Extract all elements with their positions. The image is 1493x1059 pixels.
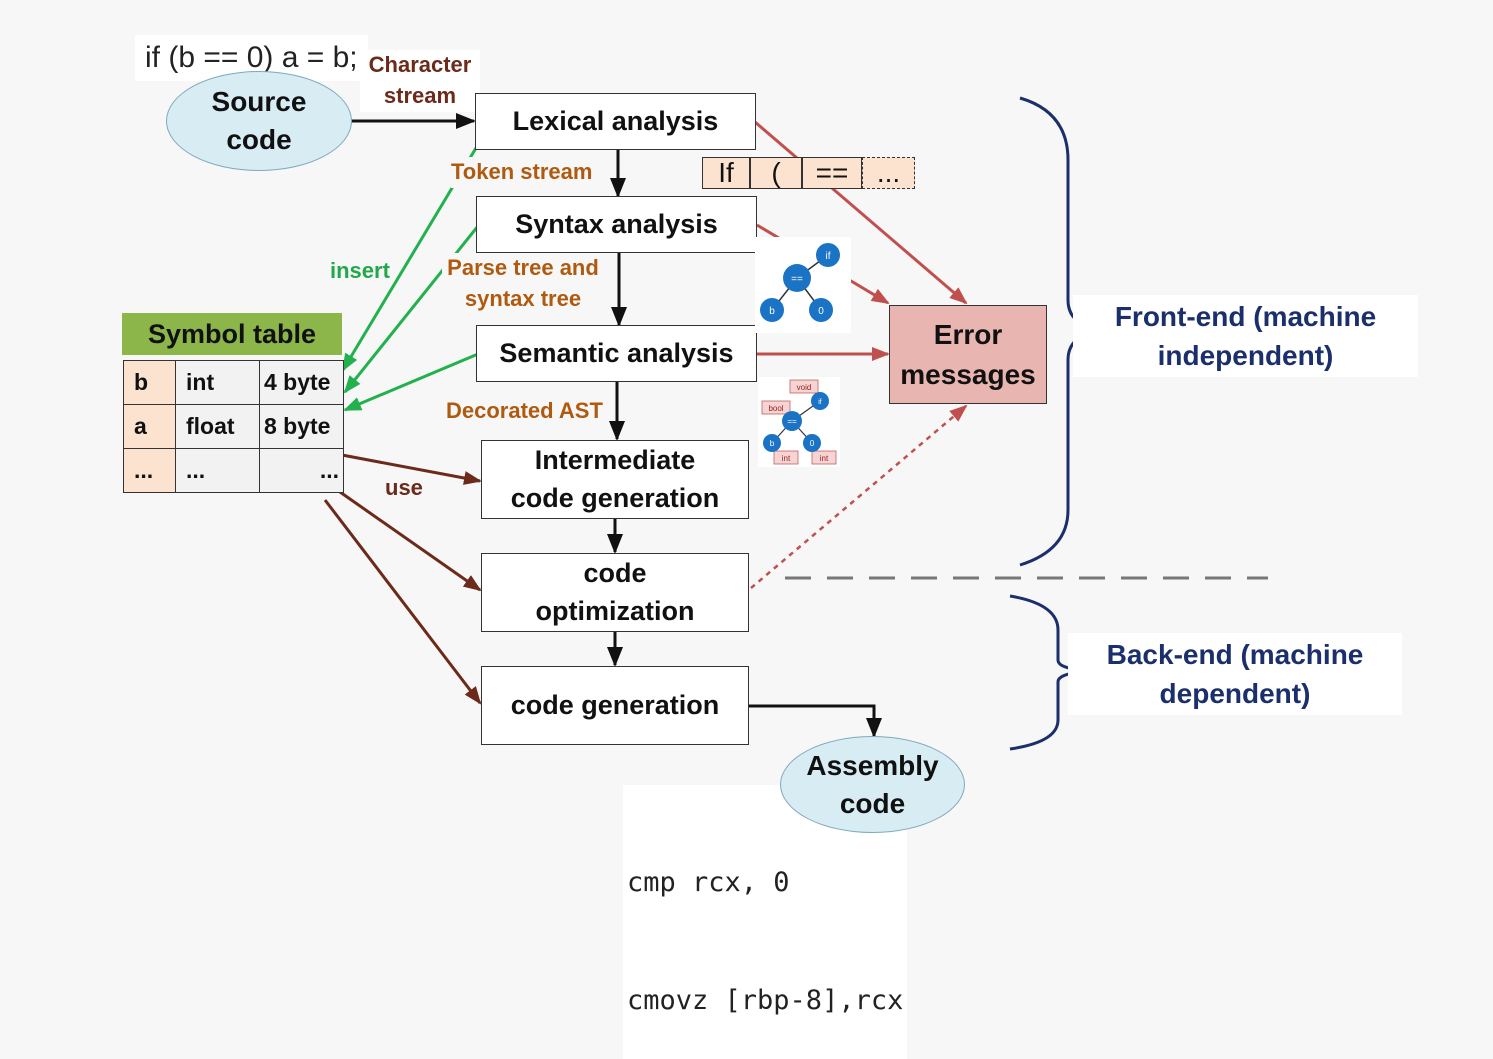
ast-node-if xyxy=(811,392,829,410)
tree-node-b xyxy=(760,298,784,322)
symbol-cell-size: 8 byte xyxy=(259,404,344,449)
insert-label: insert xyxy=(330,258,390,283)
symbol-row: a float 8 byte xyxy=(123,404,344,449)
syntax-analysis-label: Syntax analysis xyxy=(515,208,718,239)
token-if: If xyxy=(702,157,750,189)
tree-node-if xyxy=(816,243,840,267)
symbol-row: ... ... ... xyxy=(123,448,344,493)
assembly-code-label: Assembly code xyxy=(806,749,939,819)
code-optimization-box: code optimization xyxy=(481,553,749,632)
tree-text-if: if xyxy=(826,251,831,262)
tree-node-eq xyxy=(783,264,811,292)
symbol-cell-name: b xyxy=(123,360,176,405)
ast-text-b: b xyxy=(770,439,775,448)
symbol-table-title: Symbol table xyxy=(122,313,342,355)
arrow-lexical-to-error xyxy=(754,120,968,305)
parse-tree-illustration: if == b 0 xyxy=(755,237,851,333)
tree-text-zero: 0 xyxy=(818,306,824,317)
ast-text-if: if xyxy=(818,399,822,406)
decorated-ast-label: Decorated AST xyxy=(446,398,603,423)
arrow-insert-semantic xyxy=(343,352,479,412)
symbol-cell-size: 4 byte xyxy=(259,360,344,405)
intermediate-code-box: Intermediate code generation xyxy=(481,440,749,519)
source-code-node: Source code xyxy=(166,71,352,171)
semantic-analysis-label: Semantic analysis xyxy=(499,337,734,368)
arrow-use-intermediate xyxy=(341,453,482,485)
token-stream-label: Token stream xyxy=(451,157,593,188)
source-code-label: Source code xyxy=(211,86,307,155)
error-messages-box: Error messages xyxy=(889,305,1047,404)
ast-node-zero xyxy=(803,434,821,452)
ast-tag-void: void xyxy=(797,383,812,392)
code-generation-box: code generation xyxy=(481,666,749,745)
ast-text-zero: 0 xyxy=(810,439,815,448)
decorated-ast-illustration: void bool int int if == b 0 xyxy=(758,377,840,467)
token-eq: == xyxy=(802,157,862,189)
symbol-cell-name: ... xyxy=(123,448,176,493)
error-messages-label: Error messages xyxy=(900,319,1036,390)
token-paren: ( xyxy=(750,157,802,189)
symbol-cell-type: ... xyxy=(175,448,260,493)
token-more: ... xyxy=(862,157,915,189)
tree-text-b: b xyxy=(769,306,775,317)
code-generation-label: code generation xyxy=(510,689,720,720)
character-stream-label: Character stream xyxy=(360,50,480,112)
symbol-cell-type: int xyxy=(175,360,260,405)
tree-text-eq: == xyxy=(791,274,803,285)
arrow-use-optimization xyxy=(339,490,482,592)
assembly-line: cmovz [rbp-8],rcx xyxy=(627,984,904,1016)
lexical-analysis-box: Lexical analysis xyxy=(475,93,756,150)
assembly-code-node: Assembly code xyxy=(780,736,965,833)
parse-tree-label: Parse tree and syntax tree xyxy=(442,253,604,315)
code-optimization-label: code optimization xyxy=(535,557,695,626)
symbol-row: b int 4 byte xyxy=(123,360,344,405)
front-end-label: Front-end (machine independent) xyxy=(1073,295,1418,378)
intermediate-code-label: Intermediate code generation xyxy=(510,444,720,513)
ast-text-eq: == xyxy=(787,417,797,426)
arrow-optimization-to-error xyxy=(750,404,968,589)
lexical-analysis-label: Lexical analysis xyxy=(512,105,719,136)
use-label: use xyxy=(385,475,423,500)
ast-tag-int-left: int xyxy=(782,454,791,463)
arrow-generation-to-assembly xyxy=(749,704,882,738)
ast-tag-bool: bool xyxy=(768,404,783,413)
syntax-analysis-box: Syntax analysis xyxy=(476,196,757,253)
arrow-use-generation xyxy=(323,499,482,705)
tree-node-zero xyxy=(809,298,833,322)
symbol-table: b int 4 byte a float 8 byte ... ... ... xyxy=(123,360,344,493)
symbol-cell-name: a xyxy=(123,404,176,449)
source-snippet: if (b == 0) a = b; xyxy=(135,35,368,81)
ast-tag-int-right: int xyxy=(820,454,829,463)
ast-node-eq xyxy=(782,411,802,431)
ast-node-b xyxy=(763,434,781,452)
back-end-label: Back-end (machine dependent) xyxy=(1068,633,1402,716)
semantic-analysis-box: Semantic analysis xyxy=(476,325,757,382)
token-strip: If ( == ... xyxy=(702,157,915,189)
symbol-cell-size: ... xyxy=(259,448,344,493)
assembly-line: cmp rcx, 0 xyxy=(627,867,790,899)
symbol-cell-type: float xyxy=(175,404,260,449)
